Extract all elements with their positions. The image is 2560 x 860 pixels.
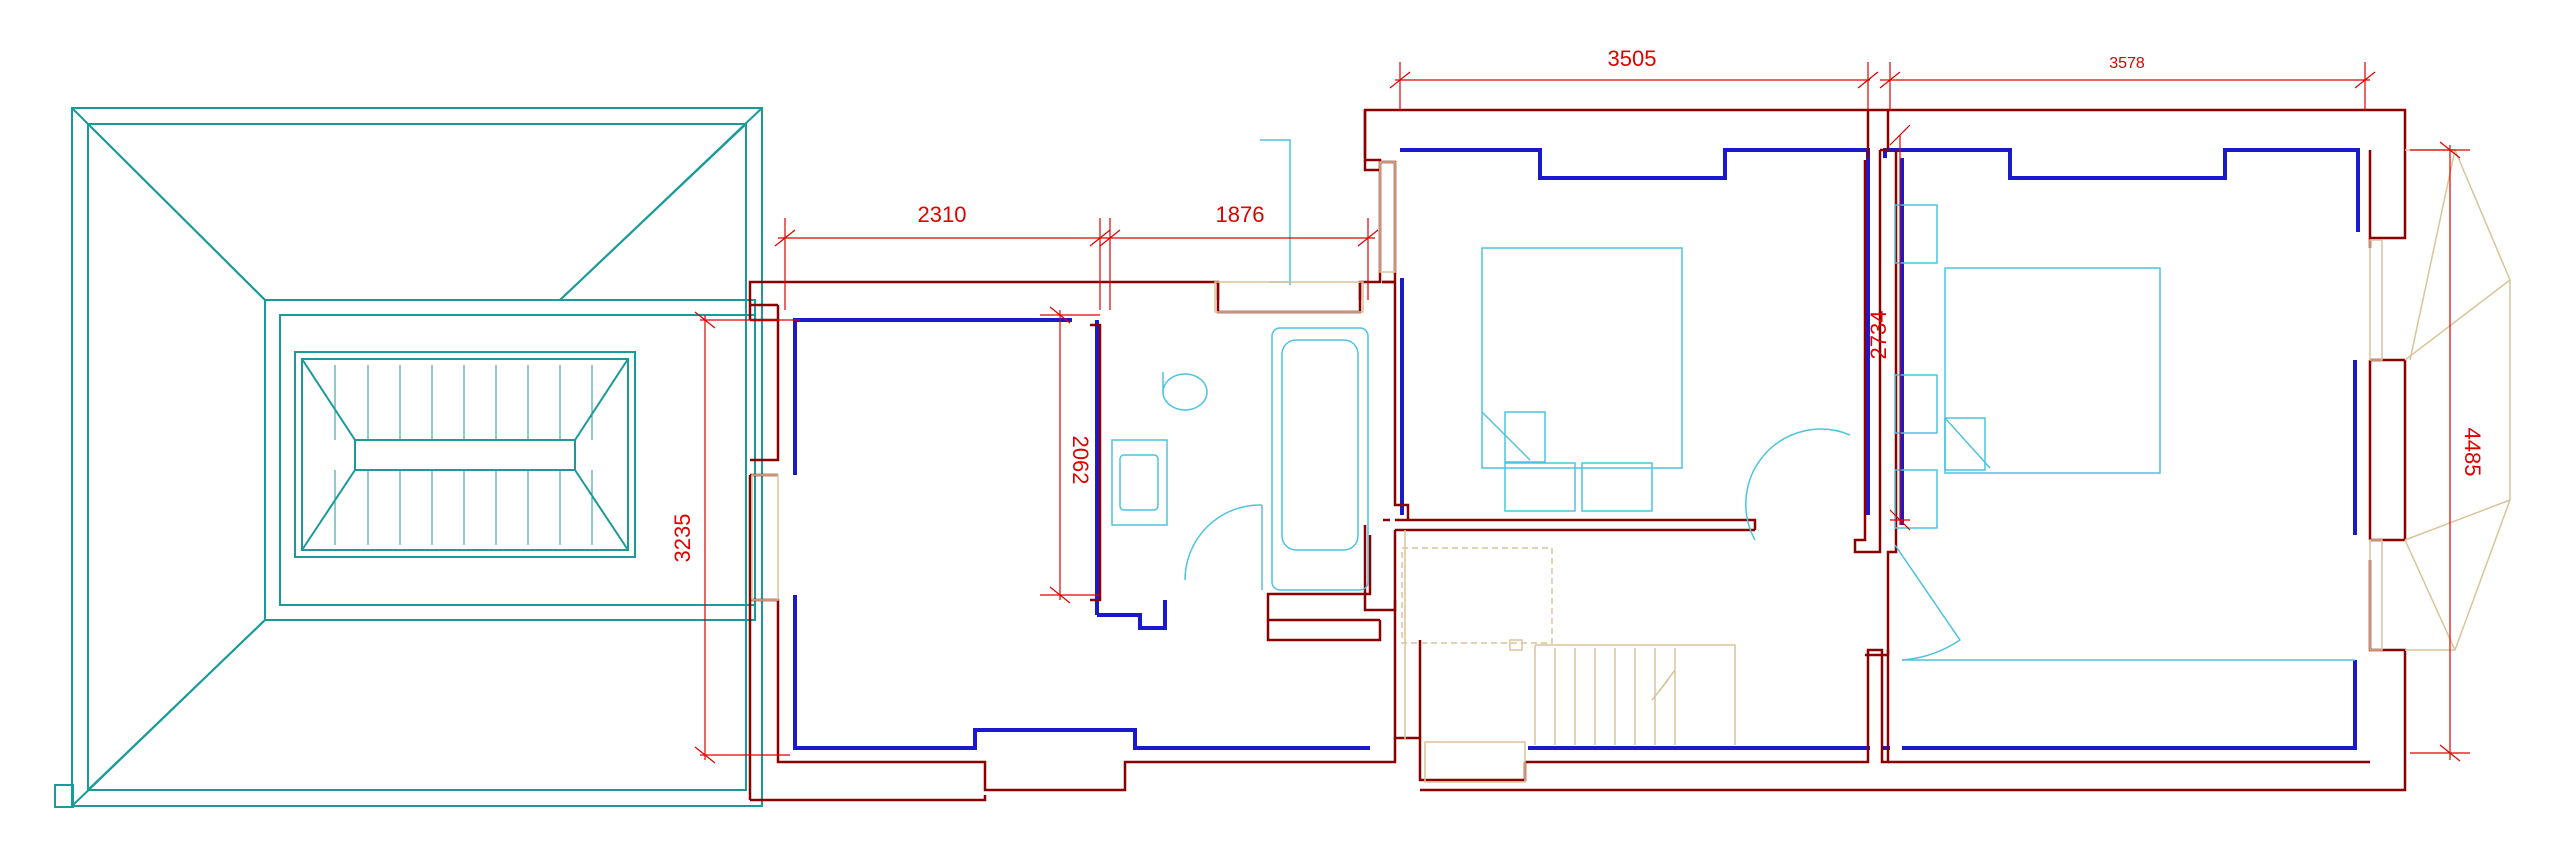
dim-2062: 2062 [1068,436,1093,485]
door-swing [1184,504,1263,581]
dimension-lines [694,62,2470,764]
bed-1 [1481,247,1683,469]
dimension-labels: 3505 3578 2310 1876 3235 2062 2734 4485 [670,46,2485,562]
dim-4485: 4485 [2460,428,2485,477]
fixtures [1111,139,2355,661]
dim-3578: 3578 [2109,55,2145,72]
bath [1271,327,1369,591]
dim-3235: 3235 [670,514,695,563]
bed-2 [1944,267,2161,474]
dim-2310: 2310 [918,202,967,227]
internal-walls [793,148,2360,750]
external-walls [748,108,2407,802]
dim-2734: 2734 [1866,311,1891,360]
dim-1876: 1876 [1216,202,1265,227]
roof-plan [54,107,763,808]
dim-3505: 3505 [1608,46,1657,71]
stairs [751,149,2511,783]
basin [1111,439,1168,526]
toilet [1162,373,1208,411]
